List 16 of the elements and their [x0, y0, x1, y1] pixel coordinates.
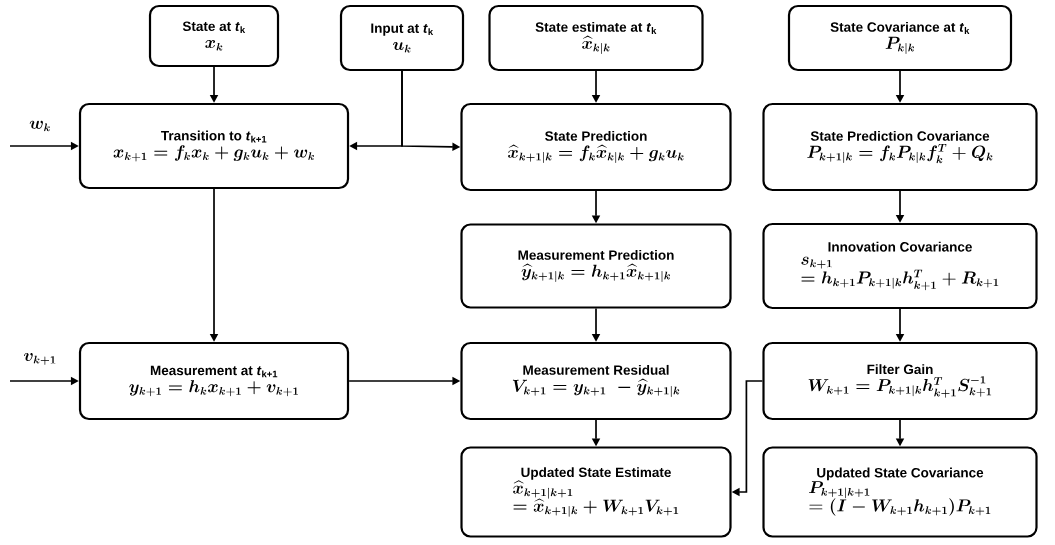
process-box: State Covariance at t$_{k}$ $P_{k|k}$: [787, 4, 1013, 72]
edge-label: $w_k$: [28, 119, 52, 133]
process-box: Updated State Estimate $\widehat{x}_{k+1|k+1}$ $= \widehat{x}_{k+1|k} + W_{k+1} V_{k+1}$: [460, 446, 732, 538]
process-box: State Prediction $\widehat{x}_{k+1|k} = f_k \widehat{x}_{k|k} + g_k u_k$: [460, 102, 732, 192]
process-box: State at t$_{k}$ $x_k$: [148, 4, 280, 68]
process-box: Transition to t$_{k+1}$ $x_{k+1} = f_k x_k + g_k u_k + w_k$: [78, 102, 350, 190]
process-box: Updated State Covariance $P_{k+1|k+1}$ $= (I - W_{k+1} h_{k+1}) P_{k+1}$: [762, 446, 1038, 538]
process-box: Innovation Covariance $s_{k+1}$ $= h_{k+1} P_{k+1|k} h_{k+1}^T + R_{k+1}$: [762, 222, 1038, 310]
process-box: Input at t$_{k}$ $u_k$: [339, 4, 465, 72]
process-box: Filter Gain $W_{k+1} = P_{k+1|k} h_{k+1}^T S_{k+1}^{-1}$: [762, 341, 1038, 421]
process-box: State estimate at t$_{k}$ $\widehat{x}_{k|k}$: [488, 4, 704, 72]
process-box: State Prediction Covariance $P_{k+1|k} = f_k P_{k|k} f_k^T + Q_k$: [762, 102, 1038, 192]
process-box: Measurement Residual $V_{k+1} = y_{k+1} \; - \widehat{y}_{k+1|k}$: [460, 341, 732, 421]
edge-label: $v_{k+1}$: [22, 352, 58, 366]
process-box: Measurement at t$_{k+1}$ $y_{k+1} = h_k x_{k+1} + v_{k+1}$: [78, 341, 350, 421]
process-box: Measurement Prediction $\widehat{y}_{k+1|k} = h_{k+1} \widehat{x}_{k+1|k}$: [460, 223, 732, 309]
